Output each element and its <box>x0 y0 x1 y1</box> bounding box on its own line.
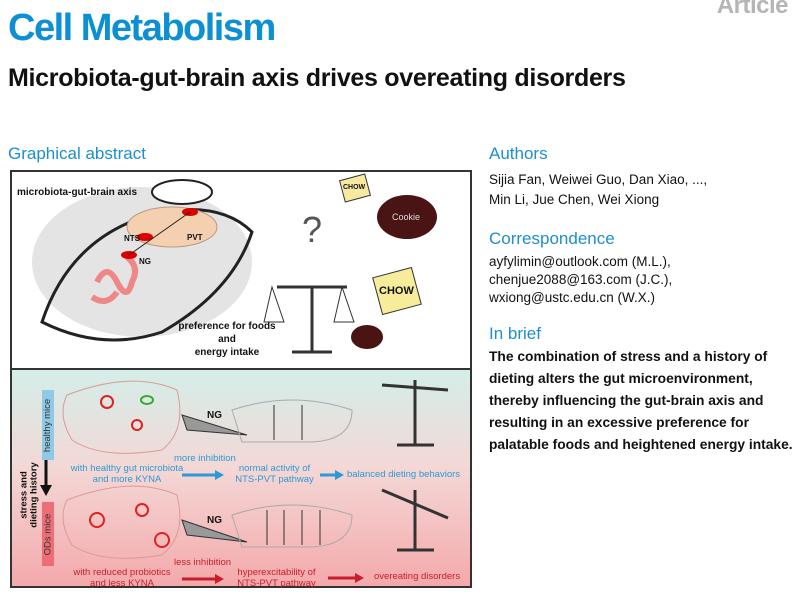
correspondence-heading: Correspondence <box>489 229 615 248</box>
email-link[interactable]: wxiong@ustc.edu.cn (W.X.) <box>489 290 656 305</box>
nts-label: NTS <box>124 234 140 243</box>
abstract-top-panel: ? microbiota-gut-brain axis NTS PVT NG C… <box>12 172 470 370</box>
normal-line-2: NTS-PVT pathway <box>235 474 314 485</box>
hyper-line-2: NTS-PVT pathway <box>237 578 316 589</box>
ng-label-ods: NG <box>207 515 222 526</box>
authors-list: Sijia Fan, Weiwei Guo, Dan Xiao, ..., Mi… <box>489 170 707 210</box>
pvt-label: PVT <box>187 233 203 242</box>
article-type: Article <box>716 0 789 19</box>
ods-mice-label: ODs mice <box>42 502 54 566</box>
in-brief-heading: In brief <box>489 324 541 343</box>
authors-line-2: Min Li, Jue Chen, Wei Xiong <box>489 192 660 207</box>
healthy-mice-text: healthy mice <box>42 398 54 452</box>
preference-line-1: preference for foods <box>178 321 276 332</box>
overeating-disorders: overeating disorders <box>374 571 461 582</box>
more-inhibition: more inhibition <box>174 453 236 464</box>
journal-name: Cell Metabolism <box>8 7 276 49</box>
ng-label: NG <box>139 257 151 266</box>
normal-line-1: normal activity of <box>238 463 311 474</box>
authors-heading: Authors <box>489 144 548 163</box>
cookie-label: Cookie <box>392 212 421 222</box>
chow-large-label: CHOW <box>379 285 414 297</box>
axis-label: microbiota-gut-brain axis <box>17 187 138 198</box>
preference-line-3: energy intake <box>194 347 260 358</box>
svg-text:?: ? <box>302 209 322 250</box>
healthy-line-2: and more KYNA <box>92 474 162 485</box>
correspondence-emails: ayfylimin@outlook.com (M.L.), chenjue208… <box>489 253 672 307</box>
preference-line-2: and <box>218 334 236 345</box>
authors-line-1: Sijia Fan, Weiwei Guo, Dan Xiao, ..., <box>489 172 708 187</box>
reduced-line-1: with reduced probiotics <box>73 567 171 578</box>
paper-title: Microbiota-gut-brain axis drives overeat… <box>8 64 626 92</box>
ng-label-healthy: NG <box>207 410 222 421</box>
mouse-illustration: ? <box>32 173 437 354</box>
healthy-mice-label: healthy mice <box>42 390 54 460</box>
graphical-abstract: ? microbiota-gut-brain axis NTS PVT NG C… <box>10 170 472 589</box>
preference-label: preference for foods and energy intake <box>167 320 287 359</box>
less-inhibition: less inhibition <box>174 557 232 568</box>
in-brief-text: The combination of stress and a history … <box>489 349 793 452</box>
email-link[interactable]: ayfylimin@outlook.com (M.L.), <box>489 254 671 269</box>
graphical-abstract-heading: Graphical abstract <box>8 144 146 163</box>
email-link[interactable]: chenjue2088@163.com (J.C.), <box>489 272 673 287</box>
ods-mice-text: ODs mice <box>42 513 54 555</box>
healthy-line-1: with healthy gut microbiota <box>70 463 184 474</box>
hyper-line-1: hyperexcitability of <box>237 567 316 578</box>
balanced-behaviors: balanced dieting behaviors <box>347 469 461 480</box>
chow-small-label: CHOW <box>343 184 366 191</box>
gut-brain-illustration <box>40 380 449 584</box>
reduced-line-2: and less KYNA <box>90 578 154 589</box>
history-line-2: dieting history <box>29 462 41 528</box>
